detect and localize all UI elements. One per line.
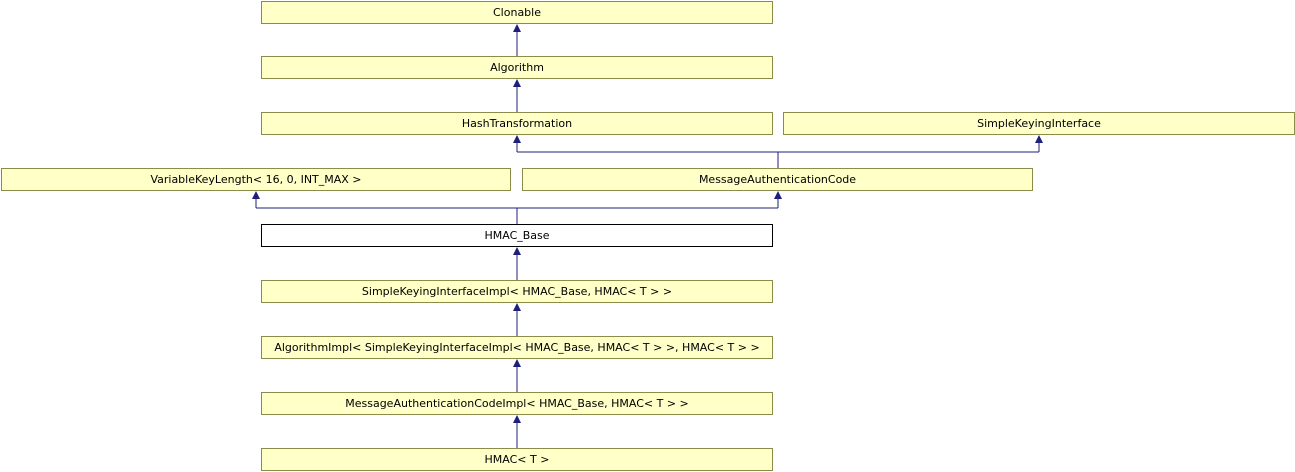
node-algorithm-impl[interactable]: AlgorithmImpl< SimpleKeyingInterfaceImpl… xyxy=(261,336,773,359)
node-hash-transformation[interactable]: HashTransformation xyxy=(261,112,773,135)
node-algorithm[interactable]: Algorithm xyxy=(261,56,773,79)
node-variable-key-length[interactable]: VariableKeyLength< 16, 0, INT_MAX > xyxy=(1,168,511,191)
node-simple-keying-interface[interactable]: SimpleKeyingInterface xyxy=(783,112,1295,135)
node-message-authentication-code-impl[interactable]: MessageAuthenticationCodeImpl< HMAC_Base… xyxy=(261,392,773,415)
node-hmac-base: HMAC_Base xyxy=(261,224,773,247)
edge-message-authentication-code-to-hash-transformation-arrowhead xyxy=(513,135,521,143)
edge-message-authentication-code-impl-to-algorithm-impl-arrowhead xyxy=(513,359,521,367)
edge-hmac-base-to-variable-key-length-arrowhead xyxy=(252,191,260,199)
edge-hmac-base-to-message-authentication-code-arrowhead xyxy=(774,191,782,199)
node-hmac-t[interactable]: HMAC< T > xyxy=(261,448,773,471)
node-simple-keying-interface-impl[interactable]: SimpleKeyingInterfaceImpl< HMAC_Base, HM… xyxy=(261,280,773,303)
edge-algorithm-impl-to-simple-keying-interface-impl-arrowhead xyxy=(513,303,521,311)
edge-hmac-t-to-message-authentication-code-impl-arrowhead xyxy=(513,415,521,423)
node-message-authentication-code[interactable]: MessageAuthenticationCode xyxy=(522,168,1033,191)
edge-algorithm-to-clonable-arrowhead xyxy=(513,24,521,32)
edge-hash-transformation-to-algorithm-arrowhead xyxy=(513,79,521,87)
node-clonable[interactable]: Clonable xyxy=(261,1,773,24)
edge-simple-keying-interface-impl-to-hmac-base-arrowhead xyxy=(513,247,521,255)
edge-message-authentication-code-to-simple-keying-interface-arrowhead xyxy=(1035,135,1043,143)
